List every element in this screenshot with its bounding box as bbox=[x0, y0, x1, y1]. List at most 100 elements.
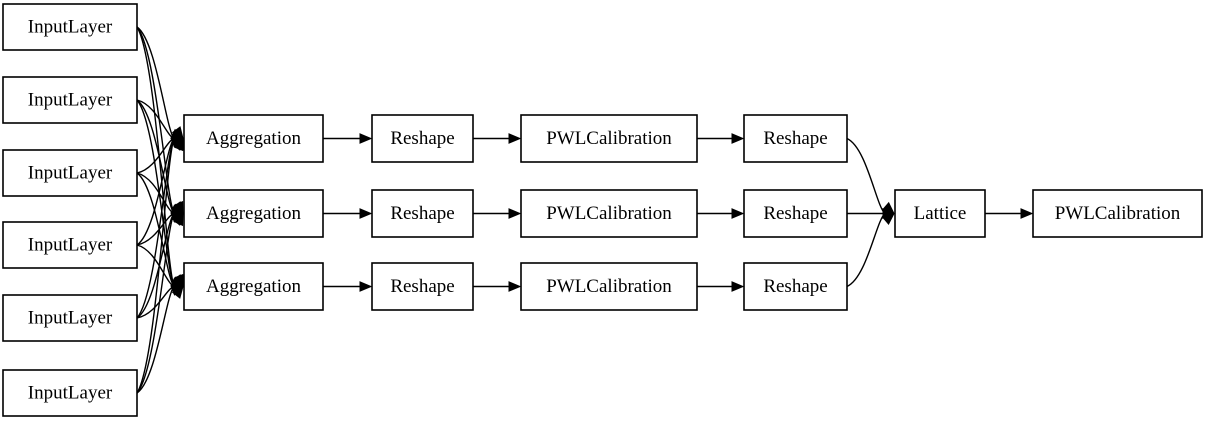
edge-input-5-to-agg-1 bbox=[136, 212, 184, 394]
edge-arrowhead bbox=[508, 133, 522, 144]
node-label-agg-2: Aggregation bbox=[206, 276, 301, 297]
edge-input-5-to-agg-0 bbox=[136, 137, 185, 394]
edge-line bbox=[136, 138, 175, 394]
edge-line bbox=[136, 26, 175, 214]
node-label-pwl-0: PWLCalibration bbox=[546, 128, 672, 149]
node-box-rs-a-1[interactable] bbox=[371, 189, 474, 238]
node-agg-0[interactable]: Aggregation bbox=[183, 114, 324, 163]
node-box-rs-b-2[interactable] bbox=[743, 262, 848, 311]
node-box-input-3[interactable] bbox=[2, 221, 138, 269]
edge-line bbox=[846, 137, 886, 215]
node-box-input-1[interactable] bbox=[2, 76, 138, 124]
node-rs-a-2[interactable]: Reshape bbox=[371, 262, 474, 311]
node-agg-2[interactable]: Aggregation bbox=[183, 262, 324, 311]
edge-pwl-0-to-rs-b-0 bbox=[697, 133, 745, 144]
edge-input-2-to-agg-1 bbox=[136, 172, 185, 215]
node-box-agg-1[interactable] bbox=[183, 189, 324, 238]
node-box-input-0[interactable] bbox=[2, 3, 138, 51]
node-box-pwl-out[interactable] bbox=[1032, 189, 1203, 238]
edge-arrowhead bbox=[359, 208, 373, 219]
node-label-rs-b-1: Reshape bbox=[763, 203, 827, 224]
edge-agg-2-to-rs-a-2 bbox=[323, 281, 373, 292]
node-label-rs-b-0: Reshape bbox=[763, 128, 827, 149]
node-label-rs-a-2: Reshape bbox=[390, 276, 454, 297]
edge-line bbox=[136, 99, 175, 287]
edge-rs-b-2-to-lattice bbox=[846, 212, 895, 288]
node-label-lattice: Lattice bbox=[914, 203, 967, 224]
node-box-rs-a-2[interactable] bbox=[371, 262, 474, 311]
node-box-input-4[interactable] bbox=[2, 294, 138, 342]
edge-layer bbox=[136, 26, 1034, 394]
node-box-input-2[interactable] bbox=[2, 149, 138, 197]
edge-arrowhead bbox=[881, 212, 895, 226]
edge-arrowhead bbox=[359, 133, 373, 144]
node-label-agg-0: Aggregation bbox=[206, 128, 301, 149]
edge-pwl-2-to-rs-b-2 bbox=[697, 281, 745, 292]
node-box-input-5[interactable] bbox=[2, 369, 138, 417]
node-pwl-0[interactable]: PWLCalibration bbox=[520, 114, 698, 163]
edge-arrowhead bbox=[1020, 208, 1034, 219]
node-box-pwl-2[interactable] bbox=[520, 262, 698, 311]
node-box-pwl-0[interactable] bbox=[520, 114, 698, 163]
node-rs-b-2[interactable]: Reshape bbox=[743, 262, 848, 311]
node-label-agg-1: Aggregation bbox=[206, 203, 301, 224]
node-lattice[interactable]: Lattice bbox=[894, 189, 986, 238]
node-input-2[interactable]: InputLayer bbox=[2, 149, 138, 197]
edge-line bbox=[136, 99, 175, 215]
edge-line bbox=[136, 26, 175, 140]
edge-arrowhead bbox=[731, 208, 745, 219]
node-label-pwl-2: PWLCalibration bbox=[546, 276, 672, 297]
node-label-input-2: InputLayer bbox=[28, 162, 113, 183]
node-input-3[interactable]: InputLayer bbox=[2, 221, 138, 269]
node-label-input-3: InputLayer bbox=[28, 234, 113, 255]
node-box-lattice[interactable] bbox=[894, 189, 986, 238]
edge-line bbox=[136, 213, 175, 394]
node-input-4[interactable]: InputLayer bbox=[2, 294, 138, 342]
node-box-pwl-1[interactable] bbox=[520, 189, 698, 238]
node-label-input-5: InputLayer bbox=[28, 382, 113, 403]
node-box-agg-2[interactable] bbox=[183, 262, 324, 311]
edge-arrowhead bbox=[508, 281, 522, 292]
node-label-input-4: InputLayer bbox=[28, 307, 113, 328]
edge-arrowhead bbox=[171, 285, 184, 299]
edge-rs-a-1-to-pwl-1 bbox=[473, 208, 522, 219]
node-pwl-out[interactable]: PWLCalibration bbox=[1032, 189, 1203, 238]
node-pwl-2[interactable]: PWLCalibration bbox=[520, 262, 698, 311]
edge-pwl-1-to-rs-b-1 bbox=[697, 208, 745, 219]
node-rs-a-1[interactable]: Reshape bbox=[371, 189, 474, 238]
edge-arrowhead bbox=[731, 133, 745, 144]
edge-rs-b-0-to-lattice bbox=[846, 137, 895, 215]
edge-arrowhead bbox=[359, 281, 373, 292]
node-input-0[interactable]: InputLayer bbox=[2, 3, 138, 51]
node-box-rs-b-1[interactable] bbox=[743, 189, 848, 238]
edge-agg-1-to-rs-a-1 bbox=[323, 208, 373, 219]
edge-line bbox=[136, 137, 175, 246]
node-box-rs-b-0[interactable] bbox=[743, 114, 848, 163]
node-label-input-1: InputLayer bbox=[28, 89, 113, 110]
node-input-1[interactable]: InputLayer bbox=[2, 76, 138, 124]
edge-arrowhead bbox=[731, 281, 745, 292]
node-label-rs-a-1: Reshape bbox=[390, 203, 454, 224]
node-rs-a-0[interactable]: Reshape bbox=[371, 114, 474, 163]
node-pwl-1[interactable]: PWLCalibration bbox=[520, 189, 698, 238]
node-rs-b-0[interactable]: Reshape bbox=[743, 114, 848, 163]
node-box-agg-0[interactable] bbox=[183, 114, 324, 163]
edge-rs-a-0-to-pwl-0 bbox=[473, 133, 522, 144]
edge-rs-a-2-to-pwl-2 bbox=[473, 281, 522, 292]
edge-line bbox=[846, 212, 886, 288]
node-label-pwl-out: PWLCalibration bbox=[1055, 203, 1181, 224]
edge-input-1-to-agg-0 bbox=[136, 99, 185, 140]
edge-agg-0-to-rs-a-0 bbox=[323, 133, 373, 144]
node-rs-b-1[interactable]: Reshape bbox=[743, 189, 848, 238]
node-label-rs-b-2: Reshape bbox=[763, 276, 827, 297]
edge-arrowhead bbox=[173, 212, 184, 227]
node-input-5[interactable]: InputLayer bbox=[2, 369, 138, 417]
node-box-rs-a-0[interactable] bbox=[371, 114, 474, 163]
node-label-pwl-1: PWLCalibration bbox=[546, 203, 672, 224]
node-label-input-0: InputLayer bbox=[28, 16, 113, 37]
edge-line bbox=[136, 285, 175, 394]
node-label-rs-a-0: Reshape bbox=[390, 128, 454, 149]
node-agg-1[interactable]: Aggregation bbox=[183, 189, 324, 238]
